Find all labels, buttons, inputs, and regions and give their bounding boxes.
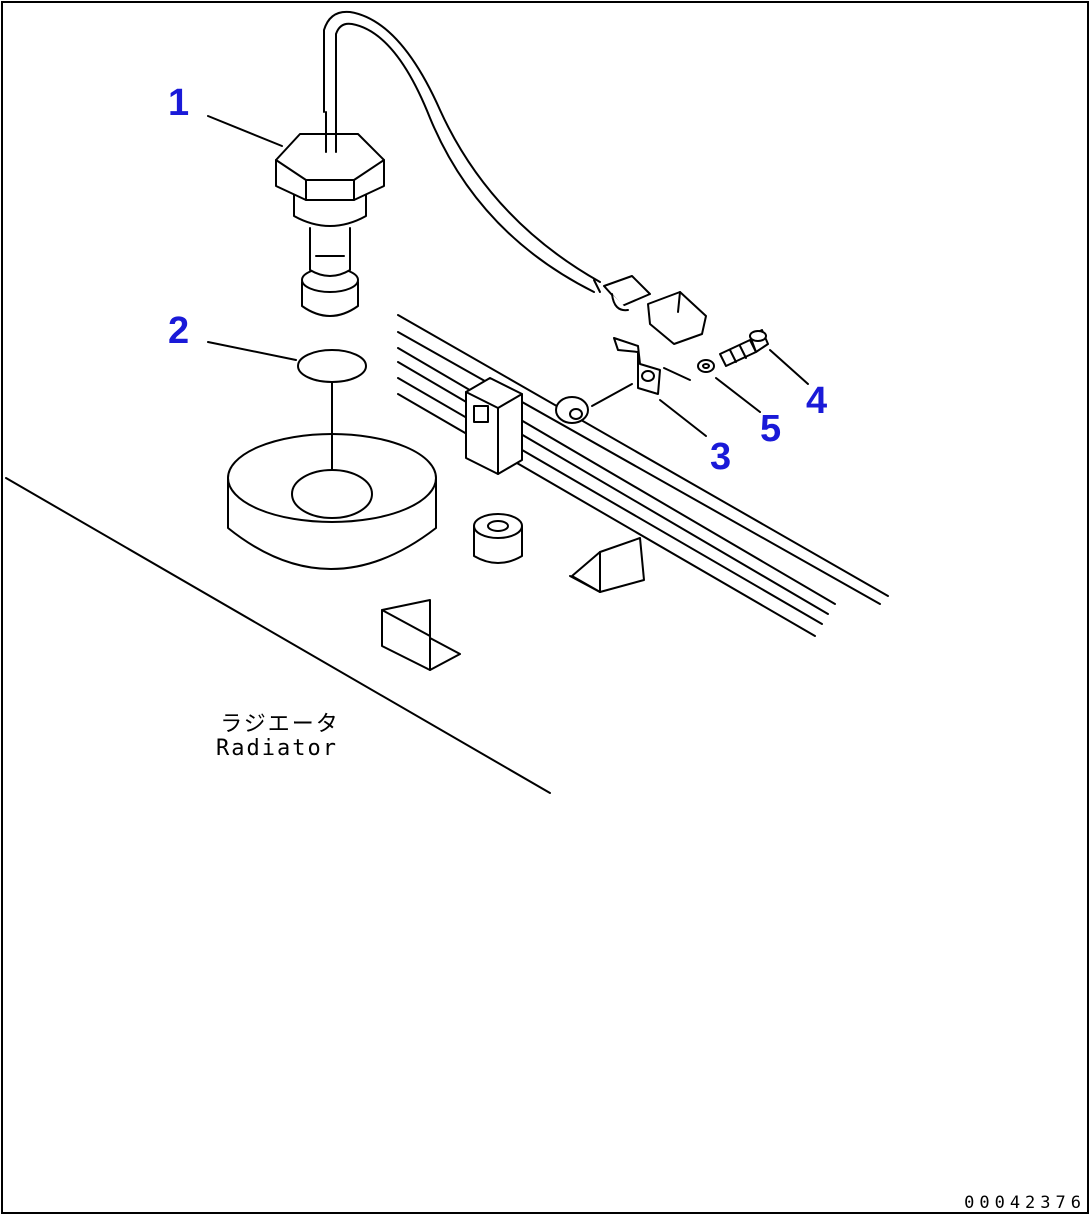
clamp-part [591, 337, 661, 407]
sensor-boss [227, 433, 437, 570]
rail-mount-block [465, 377, 523, 475]
radiator-label-japanese: ラジエータ [220, 712, 340, 737]
coolant-sensor-part [275, 111, 385, 317]
callout-3: 3 [710, 436, 732, 478]
drawing-number: 00042376 [964, 1193, 1086, 1213]
sensor-wire-harness [323, 10, 601, 293]
bushing [473, 513, 523, 564]
radiator-label-english: Radiator [216, 736, 338, 761]
frame-rails [397, 314, 889, 637]
wire-connector [603, 275, 707, 345]
callout-2: 2 [168, 310, 190, 352]
callout-5: 5 [760, 408, 782, 450]
leader-lines [207, 115, 809, 437]
radiator-edge-line [5, 477, 551, 794]
callout-4: 4 [806, 380, 828, 422]
rail-clip [555, 396, 589, 424]
washer-part [663, 359, 715, 381]
angle-bracket-left [381, 599, 461, 671]
o-ring-part [297, 349, 367, 383]
callout-1: 1 [168, 82, 190, 124]
bolt-part [719, 329, 769, 367]
angle-bracket-right [569, 537, 645, 593]
